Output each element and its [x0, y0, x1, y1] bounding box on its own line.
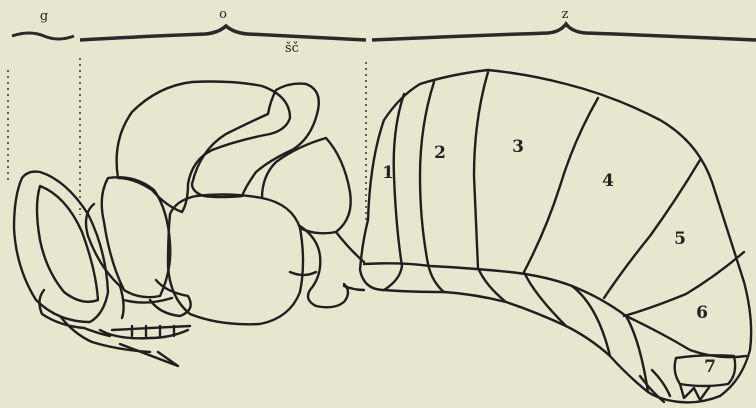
label-o: o	[219, 7, 227, 22]
segment-number-3: 3	[512, 137, 524, 157]
label-z: z	[562, 7, 569, 22]
label-g: g	[40, 9, 48, 24]
segment-number-1: 1	[382, 163, 394, 183]
segment-number-6: 6	[696, 303, 708, 323]
segment-number-5: 5	[674, 229, 686, 249]
segment-number-2: 2	[434, 143, 446, 163]
segment-number-7: 7	[704, 357, 716, 377]
segment-number-4: 4	[602, 171, 614, 191]
label-sc: šč	[285, 41, 299, 56]
